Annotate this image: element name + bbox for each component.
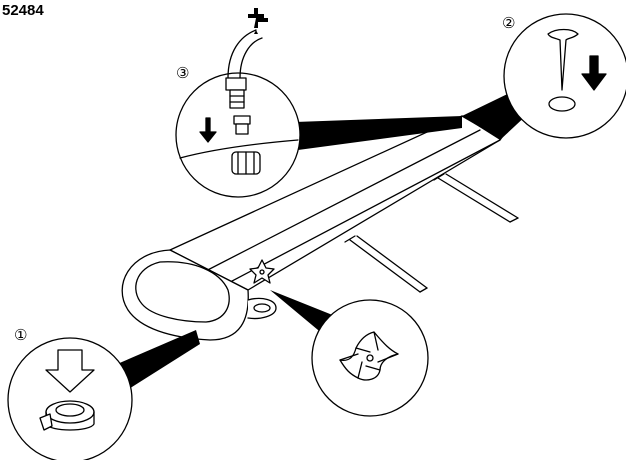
document-code: 52484 (2, 2, 44, 19)
star-nozzle-icon (249, 259, 275, 284)
callout-star-nozzle-detail (311, 299, 429, 417)
faucet-icon (248, 8, 268, 34)
support-rods (344, 173, 519, 293)
step-label-3: ③ (176, 64, 189, 82)
step-label-2: ② (502, 14, 515, 32)
arrow-down-solid-icon (199, 117, 217, 143)
step-label-1: ① (14, 326, 27, 344)
arrow-down-solid-icon (581, 55, 607, 91)
callout-connector-detail (7, 337, 133, 463)
callout-hose-connection-detail (175, 29, 301, 198)
sprinkler-hose-mat (121, 115, 511, 341)
callout-stake-detail (503, 13, 626, 139)
arrow-down-outline-icon (45, 349, 95, 393)
